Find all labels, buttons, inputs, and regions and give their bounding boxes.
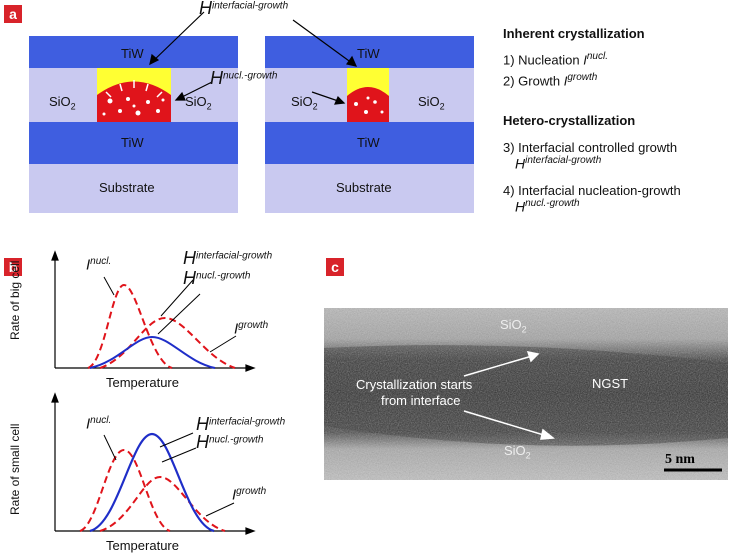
small-cell-red-dome xyxy=(347,87,389,122)
legend-item-1: 1) Nucleation Inucl. xyxy=(503,51,608,68)
panel-a-diagram xyxy=(29,11,474,213)
small-cell-tiw-bottom-label: TiW xyxy=(357,135,380,150)
bottom-plot-leaders xyxy=(103,432,235,517)
big-cell-tiw-top-label: TiW xyxy=(121,46,144,61)
tem-note-line-1: Crystallization starts xyxy=(356,377,473,392)
small-cell-tiw-top xyxy=(265,36,474,68)
bottom-label-h-nucl: Hnucl.-growth xyxy=(196,432,264,452)
big-cell-substrate-label: Substrate xyxy=(99,180,155,195)
top-plot-ylabel: Rate of big cell xyxy=(8,260,22,340)
panel-b-plots xyxy=(51,250,256,535)
annotation-h-nucl: Hnucl.-growth xyxy=(210,68,278,88)
small-cell-substrate-label: Substrate xyxy=(336,180,392,195)
top-plot-axes xyxy=(51,250,256,372)
bottom-plot-ylabel: Rate of small cell xyxy=(8,423,22,515)
big-cell-substrate xyxy=(29,164,238,213)
panel-b-tag: b xyxy=(4,258,22,276)
scale-bar-label: 5 nm xyxy=(665,452,695,467)
tem-note-line-2: from interface xyxy=(381,393,461,408)
big-cell-tiw-bottom-label: TiW xyxy=(121,135,144,150)
bottom-plot-xlabel: Temperature xyxy=(106,538,179,553)
bottom-plot-axes xyxy=(51,392,256,535)
small-cell-substrate xyxy=(265,164,474,213)
big-cell-tiw-top xyxy=(29,36,238,68)
bottom-curve-h xyxy=(89,432,215,533)
legend-item-3-symbol: Hinterfacial-growth xyxy=(515,155,602,172)
tem-image-texture xyxy=(324,308,728,480)
top-curve-igrowth xyxy=(99,316,236,369)
panel-a-arrows xyxy=(149,11,358,105)
bottom-label-inucl: Inucl. xyxy=(86,415,112,433)
tem-arrows xyxy=(463,351,555,440)
big-cell-growth-arrows xyxy=(105,80,163,98)
tem-bottom-sio2-label: SiO2 xyxy=(504,443,531,461)
top-curve-inucl xyxy=(87,283,173,369)
panel-c-tag: c xyxy=(326,258,344,276)
small-cell-tiw-top-label: TiW xyxy=(357,46,380,61)
tem-top-sio2-label: SiO2 xyxy=(500,317,527,335)
legend-item-4-symbol: Hnucl.-growth xyxy=(515,198,580,215)
top-label-h-nucl: Hnucl.-growth xyxy=(183,268,251,288)
legend-item-4: 4) Interfacial nucleation-growth xyxy=(503,183,681,198)
bottom-curve-inucl xyxy=(79,448,171,532)
bottom-curve-igrowth xyxy=(99,475,226,532)
tem-ngst-label: NGST xyxy=(592,376,629,391)
small-cell-sio2-left-label: SiO2 xyxy=(291,94,318,112)
top-label-inucl: Inucl. xyxy=(86,256,112,274)
annotation-h-interfacial: Hinterfacial-growth xyxy=(199,0,289,18)
top-plot-xlabel: Temperature xyxy=(106,375,179,390)
top-label-h-interfacial: Hinterfacial-growth xyxy=(183,248,273,268)
small-cell-nuclei xyxy=(354,96,384,114)
big-cell-tiw-bottom xyxy=(29,122,238,164)
bottom-label-h-interfacial: Hinterfacial-growth xyxy=(196,414,286,434)
big-cell-nuclei xyxy=(102,97,165,116)
top-curve-h xyxy=(89,335,216,369)
legend-item-2: 2) Growth Igrowth xyxy=(503,72,598,89)
tem-image xyxy=(324,308,728,480)
top-plot-leaders xyxy=(103,276,237,353)
legend-item-3: 3) Interfacial controlled growth xyxy=(503,140,678,155)
legend-hetero-title: Hetero-crystallization xyxy=(503,113,636,128)
top-label-igrowth: Igrowth xyxy=(234,320,269,338)
small-cell-sio2-right-label: SiO2 xyxy=(418,94,445,112)
big-cell-red-dome xyxy=(97,81,171,122)
small-cell-tiw-bottom xyxy=(265,122,474,164)
legend-inherent-title: Inherent crystallization xyxy=(503,26,645,41)
bottom-label-igrowth: Igrowth xyxy=(232,486,267,504)
big-cell-sio2-left-label: SiO2 xyxy=(49,94,76,112)
panel-a-tag: a xyxy=(4,5,22,23)
big-cell-sio2-right-label: SiO2 xyxy=(185,94,212,112)
